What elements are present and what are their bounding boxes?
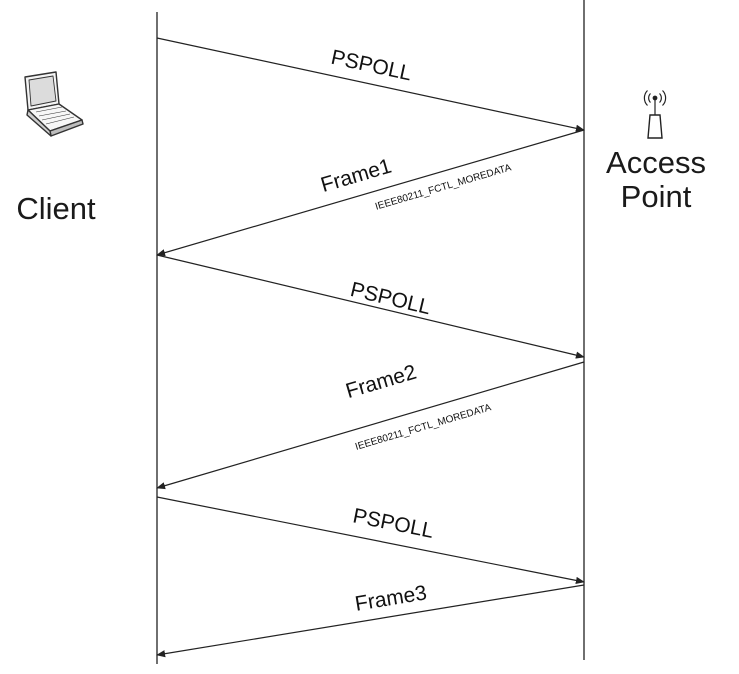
message-label-3: PSPOLL xyxy=(348,278,433,319)
access-point-label-line1: Access xyxy=(606,145,706,180)
message-arrow-6 xyxy=(156,584,585,658)
message-sublabel-2: IEEE80211_FCTL_MOREDATA xyxy=(374,162,513,212)
message-arrow-4 xyxy=(156,361,585,490)
message-label-4: Frame2 xyxy=(343,360,419,403)
message-arrow-5 xyxy=(156,496,585,584)
access-point-label: Access Point xyxy=(600,146,712,214)
message-label-6: Frame3 xyxy=(353,581,428,615)
message-label-2: Frame1 xyxy=(318,155,394,197)
client-label: Client xyxy=(16,191,96,226)
message-label-5: PSPOLL xyxy=(351,504,436,543)
message-label-1: PSPOLL xyxy=(329,46,414,86)
message-arrow-3 xyxy=(156,254,585,359)
laptop-icon xyxy=(24,71,84,137)
message-arrow-1 xyxy=(156,37,585,132)
message-arrow-2 xyxy=(156,129,585,257)
access-point-label-line2: Point xyxy=(620,179,692,214)
wireless-antenna-icon xyxy=(643,90,667,139)
